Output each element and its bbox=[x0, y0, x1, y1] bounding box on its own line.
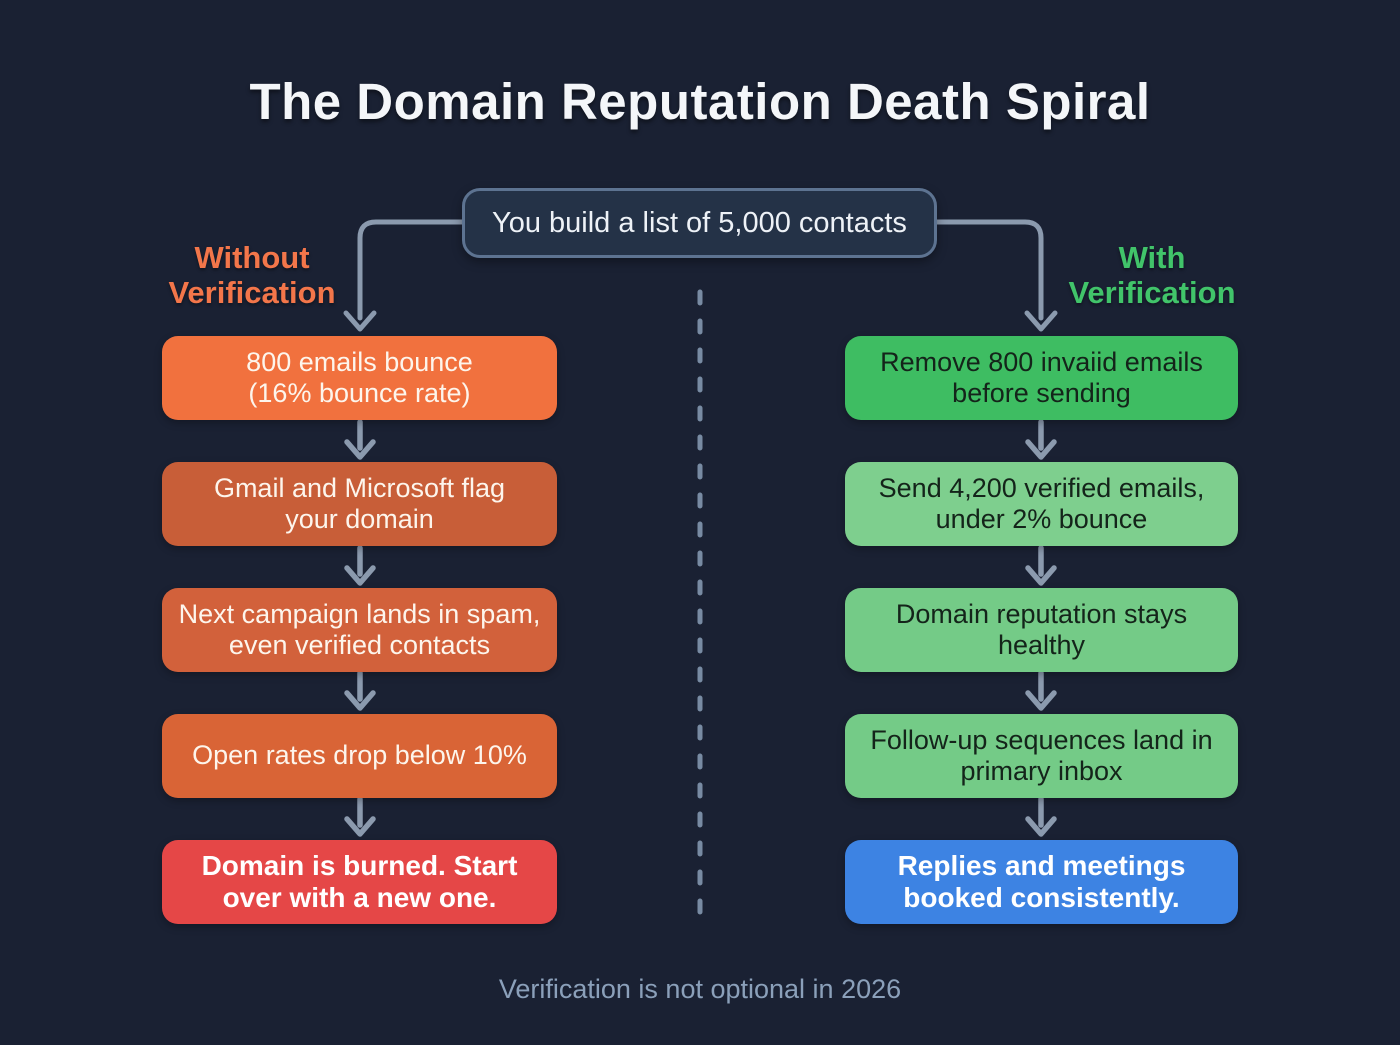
flow-step-final: Domain is burned. Start over with a new … bbox=[162, 840, 557, 924]
flow-step: Remove 800 invaiid emails before sending bbox=[845, 336, 1238, 420]
flow-step: Domain reputation stays healthy bbox=[845, 588, 1238, 672]
page-title: The Domain Reputation Death Spiral bbox=[249, 73, 1151, 130]
flow-step: Open rates drop below 10% bbox=[162, 714, 557, 798]
without-verification-column: 800 emails bounce (16% bounce rate) Gmai… bbox=[162, 336, 557, 924]
with-verification-column: Remove 800 invaiid emails before sending… bbox=[845, 336, 1238, 924]
branch-left-arrowhead bbox=[343, 310, 377, 332]
flow-step: Follow-up sequences land in primary inbo… bbox=[845, 714, 1238, 798]
footer-caption: Verification is not optional in 2026 bbox=[498, 974, 902, 1004]
flow-step: Gmail and Microsoft flag your domain bbox=[162, 462, 557, 546]
without-verification-label: Without Verification bbox=[168, 240, 336, 310]
branch-right-arrowhead bbox=[1024, 310, 1058, 332]
flow-step: Send 4,200 verified emails, under 2% bou… bbox=[845, 462, 1238, 546]
flow-step: 800 emails bounce (16% bounce rate) bbox=[162, 336, 557, 420]
root-node: You build a list of 5,000 contacts bbox=[462, 188, 937, 258]
with-verification-label: With Verification bbox=[1068, 240, 1236, 310]
flow-step: Next campaign lands in spam, even verifi… bbox=[162, 588, 557, 672]
flow-step-final: Replies and meetings booked consistently… bbox=[845, 840, 1238, 924]
